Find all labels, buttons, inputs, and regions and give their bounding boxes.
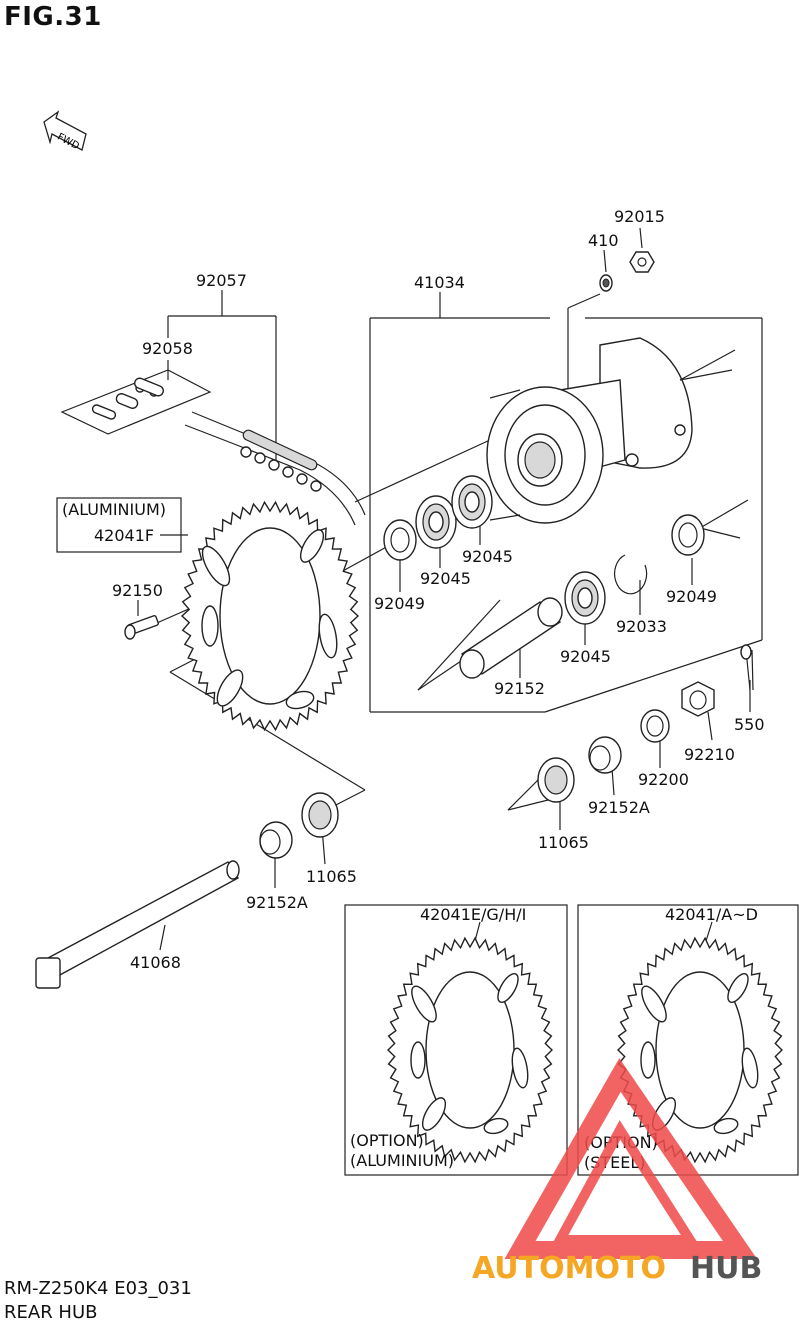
dust-seal-right	[537, 757, 575, 803]
hub-spacer	[459, 597, 563, 679]
label-410: 410	[588, 231, 619, 250]
label-550: 550	[734, 715, 765, 734]
option-steel-line1: (OPTION)	[584, 1133, 658, 1152]
label-92210: 92210	[684, 745, 735, 764]
label-92049-right: 92049	[666, 587, 717, 606]
label-42041EGHI: 42041E/G/H/I	[420, 905, 526, 924]
option-sprocket-steel	[616, 936, 784, 1164]
drive-chain	[184, 411, 366, 526]
label-92152A-left: 92152A	[246, 893, 308, 912]
watermark-text-automoto: AUTOMOTO	[472, 1251, 666, 1286]
watermark-logo	[504, 1058, 758, 1259]
oil-seal-left	[383, 519, 417, 561]
bearing-b	[451, 475, 493, 529]
label-92152: 92152	[494, 679, 545, 698]
label-92150: 92150	[112, 581, 163, 600]
label-11065-right: 11065	[538, 833, 589, 852]
collar-left	[259, 821, 293, 859]
label-92045-b: 92045	[462, 547, 513, 566]
oil-seal-right	[671, 514, 705, 556]
bearing-c	[564, 571, 606, 625]
axle-washer	[640, 709, 670, 743]
option-sprocket-aluminium	[386, 936, 554, 1164]
footer-model: RM-Z250K4 E03_031	[4, 1278, 192, 1299]
hub-nut	[629, 251, 655, 273]
chain-joint-kit	[60, 369, 212, 435]
label-92049-left: 92049	[374, 594, 425, 613]
label-aluminium-note: (ALUMINIUM)	[62, 500, 166, 519]
label-11065-left: 11065	[306, 867, 357, 886]
collar-right	[588, 736, 622, 774]
watermark-text-hub: HUB	[690, 1251, 762, 1286]
label-42041F: 42041F	[94, 526, 154, 545]
cotter-pin	[740, 644, 754, 691]
label-92058: 92058	[142, 339, 193, 358]
option-aluminium-line2: (ALUMINIUM)	[350, 1151, 454, 1170]
wheel-hub	[486, 337, 736, 524]
dust-seal-left	[301, 792, 339, 838]
label-41034: 41034	[414, 273, 465, 292]
label-92057: 92057	[196, 271, 247, 290]
label-92152A-right: 92152A	[588, 798, 650, 817]
sprocket-bolt	[124, 615, 159, 640]
label-92033: 92033	[616, 617, 667, 636]
label-41068: 41068	[130, 953, 181, 972]
label-92045-a: 92045	[420, 569, 471, 588]
label-92045-c: 92045	[560, 647, 611, 666]
option-aluminium-line1: (OPTION)	[350, 1131, 424, 1150]
axle-nut	[681, 681, 715, 717]
label-42041AD: 42041/A~D	[665, 905, 758, 924]
bearing-a	[415, 495, 457, 549]
circlip	[614, 554, 648, 595]
label-92015: 92015	[614, 207, 665, 226]
figure-title: FIG.31	[4, 2, 102, 32]
footer-name: REAR HUB	[4, 1302, 98, 1323]
fwd-arrow-icon: FWD	[43, 110, 87, 152]
rear-axle	[35, 860, 240, 989]
label-92200: 92200	[638, 770, 689, 789]
hub-washer	[599, 274, 613, 292]
rear-sprocket	[180, 500, 360, 732]
